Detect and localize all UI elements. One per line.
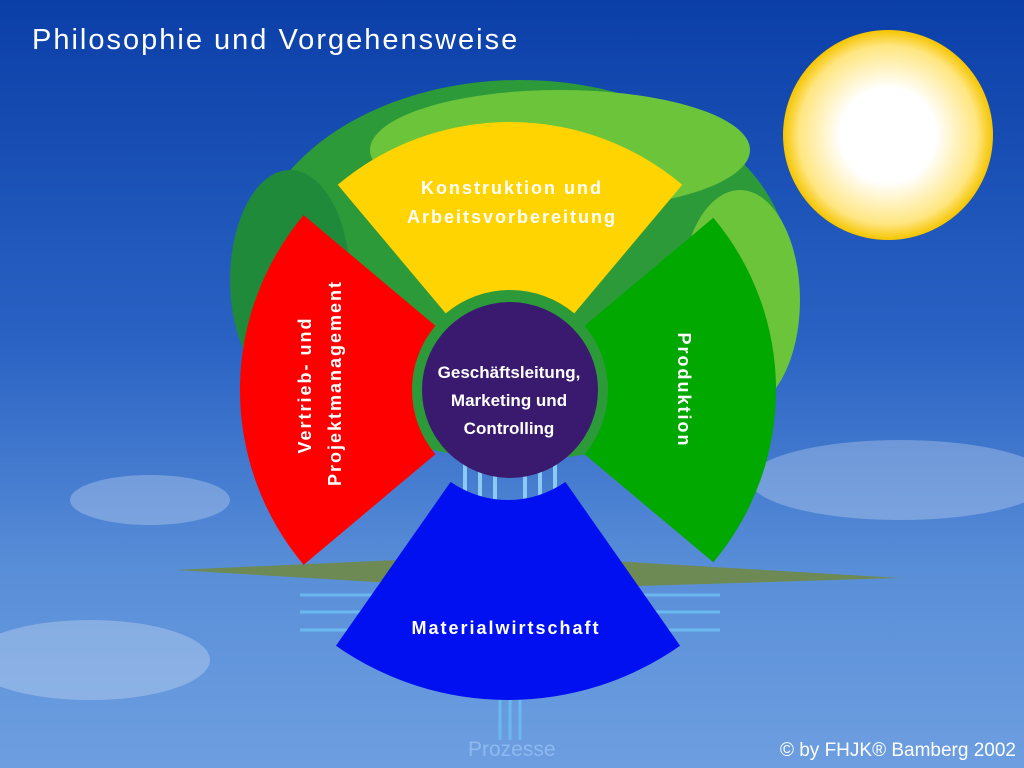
center-label-2: Marketing und [451,391,567,410]
top-label-1: Konstruktion und [421,178,603,198]
segment-produktion[interactable] [584,217,776,563]
right-label: Produktion [674,333,694,448]
top-label-2: Arbeitsvorbereitung [407,207,617,227]
copyright: © by FHJK® Bamberg 2002 [779,740,1016,761]
bottom-label: Materialwirtschaft [411,618,600,638]
prozesse-link[interactable]: Prozesse [468,738,556,761]
left-label-2: Projektmanagement [325,280,345,486]
segment-geschaeftsleitung[interactable] [422,302,598,478]
segment-vertrieb[interactable] [239,215,436,565]
clouds [0,440,1024,700]
segment-materialwirtschaft[interactable] [335,481,681,700]
page-title: Philosophie und Vorgehensweise [32,24,520,56]
center-label-3: Controlling [464,419,555,438]
left-label-1: Vertrieb- und [295,316,315,453]
center-label-1: Geschäftsleitung, [438,363,581,382]
segment-konstruktion[interactable] [337,122,683,314]
sun [783,30,993,240]
